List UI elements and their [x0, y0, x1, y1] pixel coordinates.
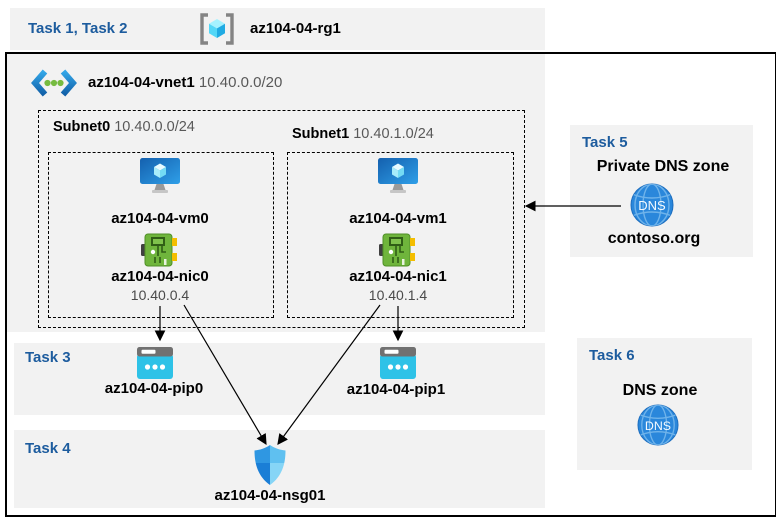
- private-dns-icon-text: DNS: [638, 198, 666, 213]
- task-1-2-label: Task 1, Task 2: [28, 20, 128, 37]
- vnet-cidr: 10.40.0.0/20: [198, 74, 283, 91]
- private-dns-zone-name: contoso.org: [607, 230, 701, 247]
- subnet1-box: [287, 152, 514, 318]
- subnet0-cidr: 10.40.0.0/24: [114, 119, 195, 135]
- task6-box: Task 6 DNS zone DNS: [577, 338, 752, 470]
- nsg-shield-icon: [254, 445, 286, 485]
- task6-label: Task 6: [589, 347, 635, 364]
- nsg-label: az104-04-nsg01: [214, 487, 326, 504]
- nic1-icon: [379, 233, 415, 267]
- nic1-label: az104-04-nic1: [349, 268, 447, 285]
- private-dns-zone-title: Private DNS zone: [596, 158, 730, 175]
- vnet-name: az104-04-vnet1: [88, 74, 195, 91]
- pip0-label: az104-04-pip0: [104, 380, 204, 397]
- subnet1-cidr: 10.40.1.0/24: [353, 126, 434, 142]
- vnet-title: az104-04-vnet1 10.40.0.0/20: [88, 74, 282, 91]
- vm0-icon: [140, 158, 180, 193]
- vm1-icon: [378, 158, 418, 193]
- nic0-ip: 10.40.0.4: [130, 287, 190, 303]
- nic1-ip: 10.40.1.4: [368, 287, 428, 303]
- nic0-label: az104-04-nic0: [111, 268, 209, 285]
- subnet1-name: Subnet1: [292, 126, 350, 142]
- task3-band: Task 3 az104-04-pip0 az104-04-pip1: [14, 343, 545, 415]
- resource-group-name: az104-04-rg1: [250, 20, 341, 37]
- subnet0-name: Subnet0: [53, 119, 111, 135]
- subnet1-title: Subnet1 10.40.1.0/24: [292, 126, 434, 142]
- subnet0-title: Subnet0 10.40.0.0/24: [53, 119, 195, 135]
- task3-label: Task 3: [25, 349, 71, 366]
- vm1-label: az104-04-vm1: [349, 210, 447, 227]
- dns-zone-title: DNS zone: [622, 382, 698, 399]
- nic0-icon: [141, 233, 177, 267]
- vnet-icon: [31, 69, 77, 97]
- pip1-label: az104-04-pip1: [346, 381, 446, 398]
- vm0-label: az104-04-vm0: [111, 210, 209, 227]
- dns-zone-icon-text: DNS: [645, 419, 671, 433]
- dns-zone-icon: DNS: [637, 404, 679, 446]
- resource-group-band: Task 1, Task 2 az104-04-rg1: [10, 8, 545, 50]
- task5-label: Task 5: [582, 134, 628, 151]
- pip1-icon: [380, 347, 416, 379]
- private-dns-icon: DNS: [630, 183, 674, 227]
- subnet0-box: [48, 152, 274, 318]
- task4-label: Task 4: [25, 440, 71, 457]
- pip0-icon: [137, 347, 173, 379]
- task5-box: Task 5 Private DNS zone DNS contoso.org: [570, 125, 753, 257]
- task4-band: Task 4 az104-04-nsg01: [14, 430, 545, 508]
- vnet-region: [7, 54, 545, 332]
- resource-group-icon: [200, 13, 234, 45]
